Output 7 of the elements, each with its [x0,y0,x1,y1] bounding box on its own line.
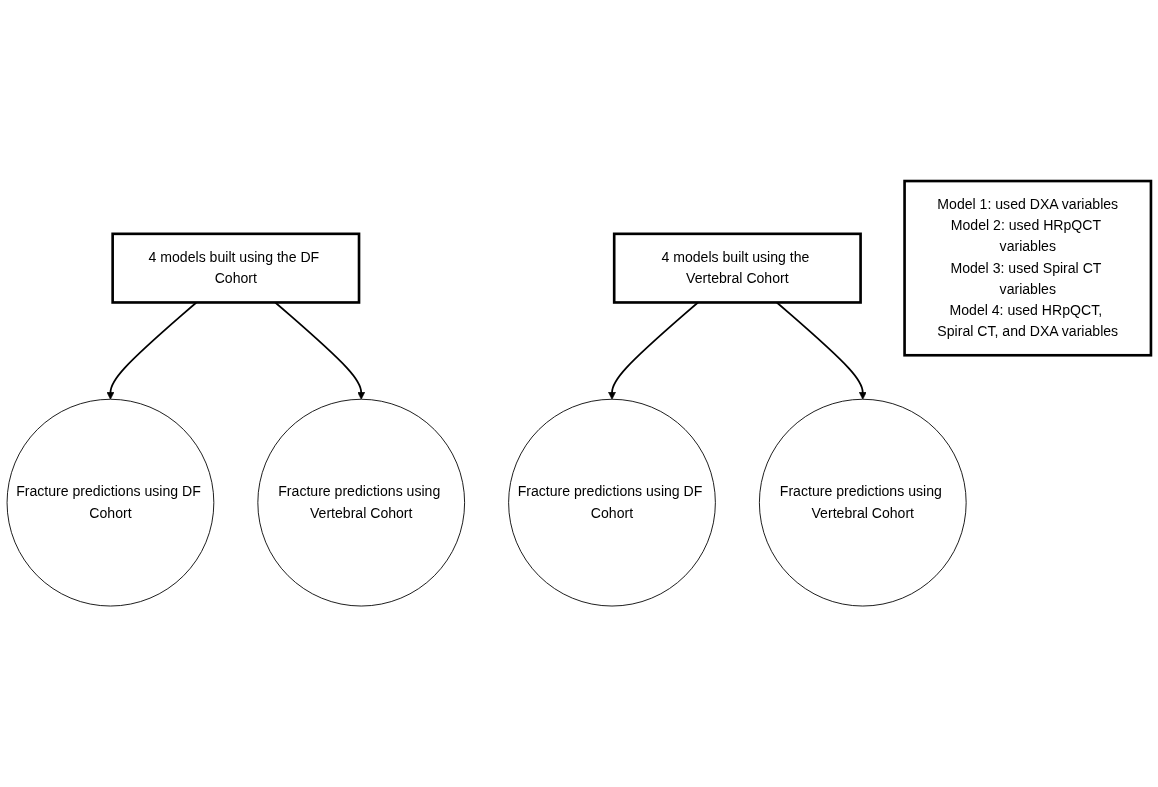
node-box: 4 models built using the Vertebral Cohort [612,232,862,304]
node-box: Model 1: used DXA variables Model 2: used HRpQCT variables Model 3: used Spiral CT variables Model 4: used HRpQCT, Spiral CT, and DXA variables [903,179,1153,357]
node-circle: Fracture predictions using DF Cohort [508,398,716,607]
node-circle: Fracture predictions using DF Cohort [6,398,215,607]
node-circle: Fracture predictions using Vertebral Cohort [257,398,466,607]
node-box: 4 models built using the DF Cohort [111,232,361,304]
node-circle: Fracture predictions using Vertebral Cohort [758,398,967,607]
